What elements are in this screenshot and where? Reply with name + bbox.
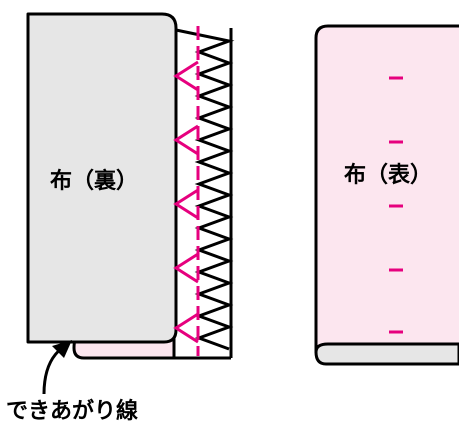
left-fabric-panel: [26, 12, 178, 344]
right-stitch-dashes: [389, 76, 403, 334]
right-fabric-panel: [314, 24, 459, 354]
overlock-stitch: [174, 26, 235, 360]
right-fabric-label: 布（表）: [344, 162, 432, 188]
finish-line-arrow: [42, 340, 72, 395]
needle-stitch: [173, 26, 200, 356]
left-fabric-label: 布（裏）: [50, 168, 138, 194]
finish-line-label: できあがり線: [6, 398, 138, 424]
